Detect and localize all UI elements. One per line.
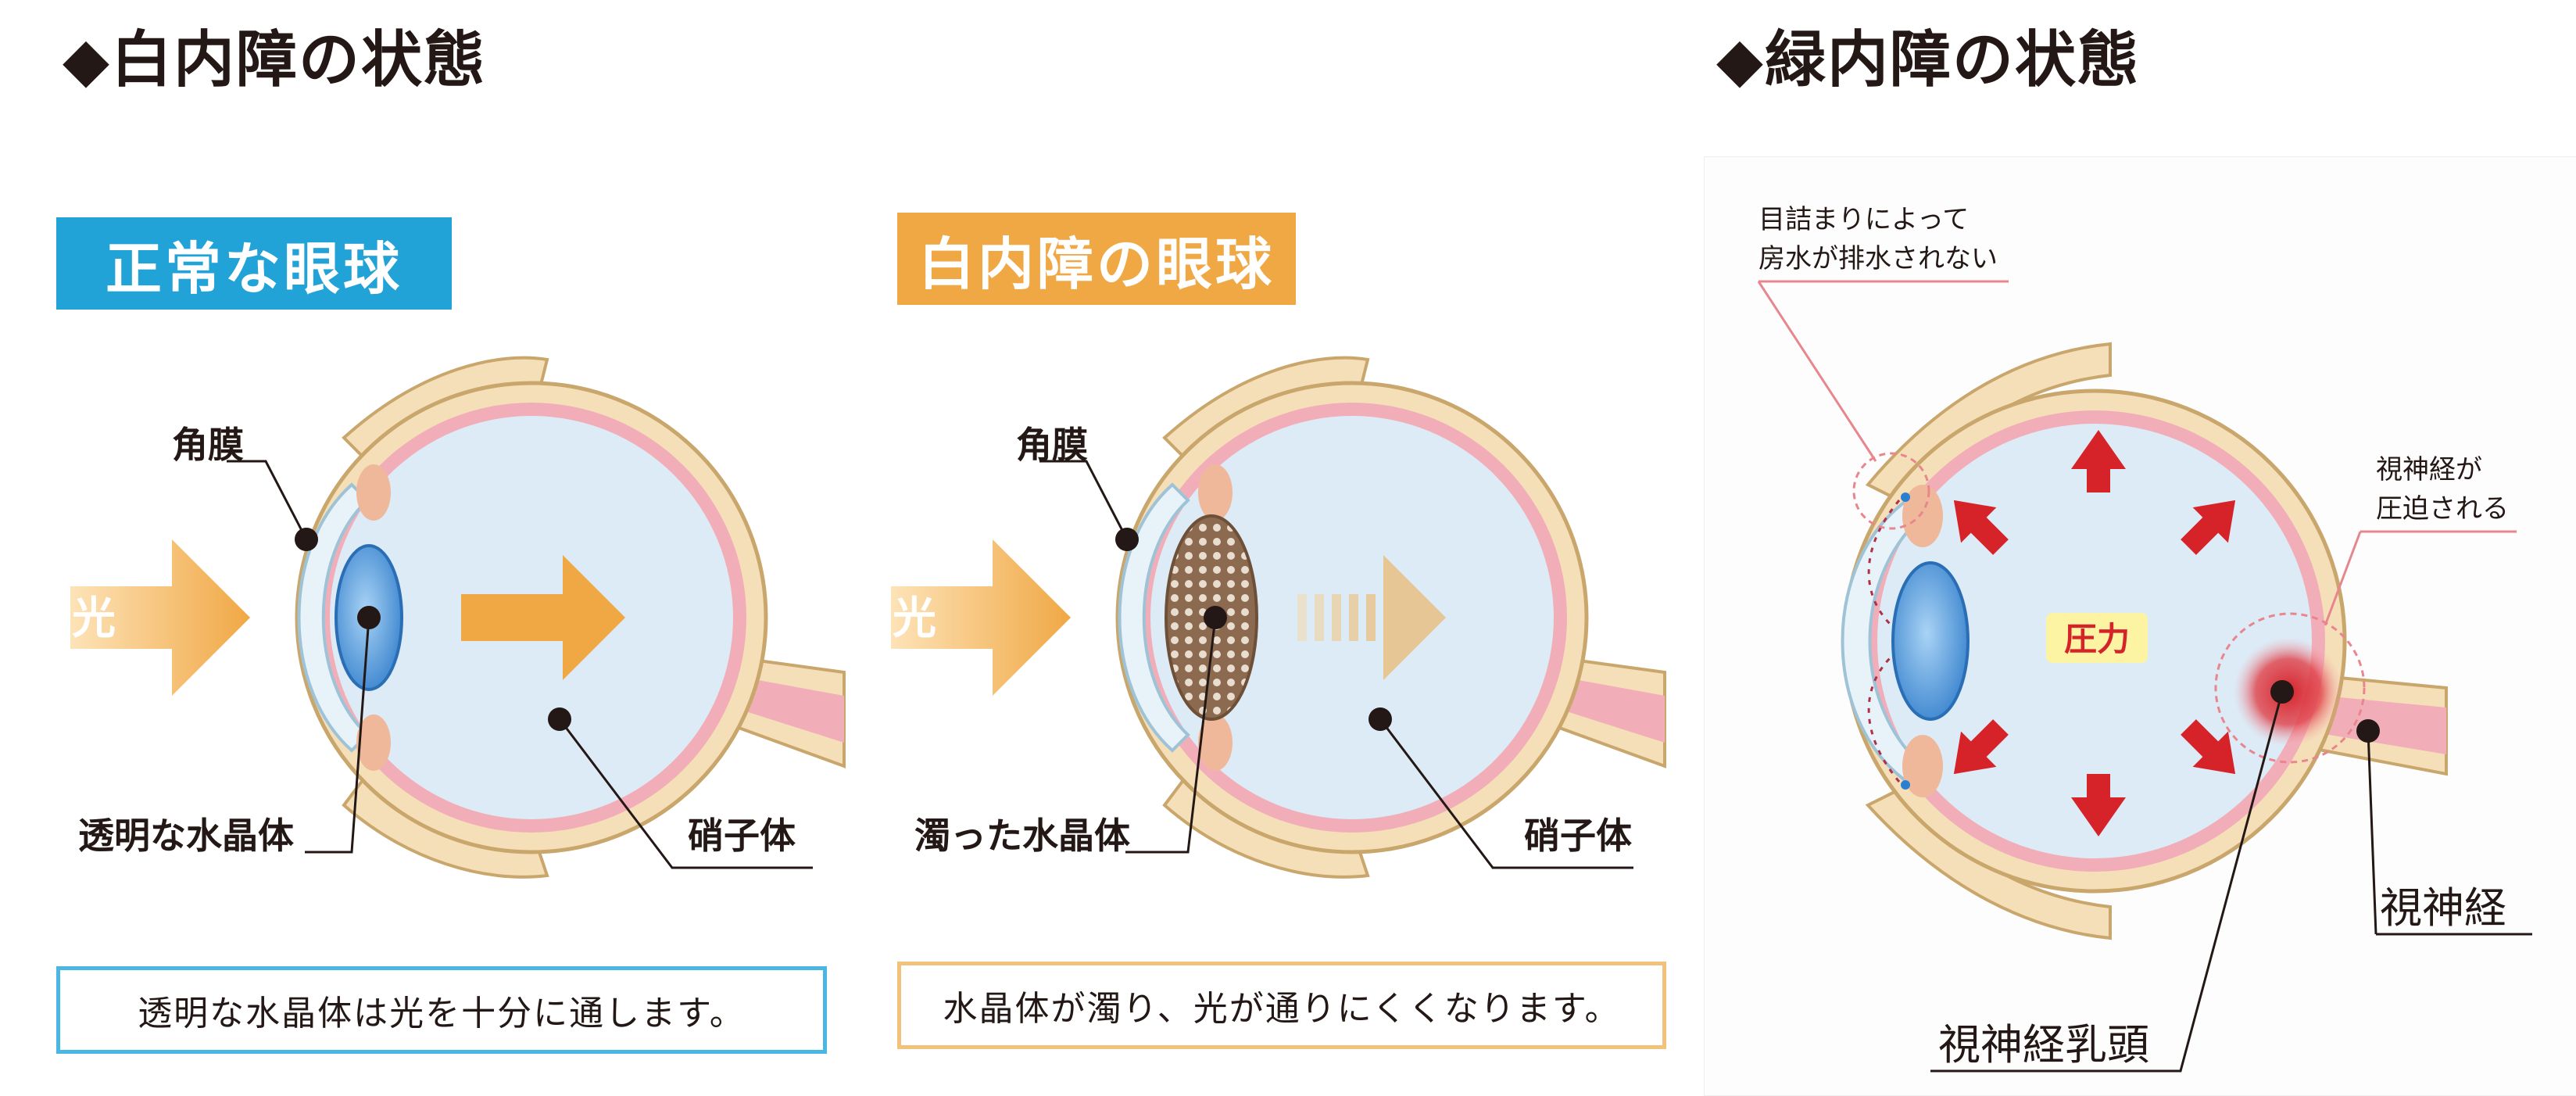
normal-vitreous-leader [548,707,813,869]
cataract-eye-diagram: 角膜 光 濁った水晶体 硝子体 [891,356,1666,879]
normal-eye-badge: 正常な眼球 [56,217,452,310]
glaucoma-section-title: ◆緑内障の状態 [1716,25,2140,95]
normal-cornea-label: 角膜 [172,424,244,466]
cataract-lens-leader [1125,606,1227,854]
glaucoma-drainage-blocked-upper [1901,492,1910,502]
pressure-label-background [2046,613,2148,663]
pressure-arrow-down-left [1953,719,2009,775]
pressure-arrow-down [2071,774,2126,836]
blockage-note-line1: 目詰まりによって [1758,204,1969,235]
pressure-arrows [1953,430,2236,836]
blockage-note-leader [1757,281,1877,462]
cataract-ciliary-lower [1198,715,1233,771]
cataract-eye-badge: 白内障の眼球 [897,213,1296,305]
glaucoma-blockage-highlight [1852,452,1930,530]
normal-incoming-light-arrow [70,539,250,696]
pressure-arrow-up-left [1953,500,2009,555]
optic-disc-leader [1930,680,2294,1073]
pressure-arrow-down-right [2181,719,2236,775]
cataract-ciliary-upper [1198,464,1233,521]
nerve-note-line1: 視神経が [2376,454,2482,485]
normal-ciliary-lower [356,715,391,771]
cataract-cloudy-lens [1165,514,1258,721]
glaucoma-eye-diagram: 圧力 目詰まりによって 房水が排水されない 視神経が 圧迫される 視神経 視神経… [1757,204,2532,1073]
normal-light-label: 光 [72,593,116,644]
cataract-cornea [1118,482,1190,753]
glaucoma-aqueous-flow-upper [1867,500,1901,627]
cataract-vitreous-label: 硝子体 [1524,815,1632,857]
optic-nerve-label: 視神経 [2380,883,2506,933]
nerve-note-line2: 圧迫される [2376,493,2509,525]
glaucoma-drainage-blocked-lower [1901,780,1910,790]
glaucoma-aqueous-flow-lower [1867,655,1901,783]
pressure-label: 圧力 [2064,620,2130,658]
pressure-arrow-up-right [2181,500,2236,555]
normal-eye-diagram: 角膜 光 透明な水晶体 硝子体 [70,356,846,879]
cataract-lens-label: 濁った水晶体 [914,815,1130,857]
cataract-cornea-leader [1039,460,1139,551]
cataract-cornea-label: 角膜 [1016,424,1088,466]
optic-nerve-leader [2356,719,2380,935]
cataract-vitreous-leader [1368,707,1633,869]
normal-eye-caption: 透明な水晶体は光を十分に通します。 [56,966,827,1054]
cataract-incoming-light-arrow [891,539,1071,696]
cataract-blocked-light-arrow [1297,555,1446,680]
normal-ciliary-upper [356,464,391,521]
glaucoma-lens [1891,561,1970,721]
cataract-section-title: ◆白内障の状態 [63,25,486,95]
normal-lens-label: 透明な水晶体 [78,815,294,857]
nerve-note-leader [2324,531,2362,626]
normal-cornea-leader [227,460,318,551]
normal-lens-leader [305,606,381,854]
blockage-note-line2: 房水が排水されない [1758,243,1998,274]
optic-disc-label: 視神経乳頭 [1938,1020,2149,1069]
cataract-light-label: 光 [893,593,936,644]
glaucoma-ciliary-upper [1902,485,1943,547]
normal-vitreous-label: 硝子体 [688,815,796,857]
cataract-eye-caption: 水晶体が濁り、光が通りにくくなります。 [897,962,1666,1049]
glaucoma-optic-disc-damage [2234,637,2343,747]
glaucoma-disc-highlight [2214,612,2366,764]
glaucoma-ciliary-lower [1902,735,1943,797]
pressure-arrow-up [2071,430,2126,492]
normal-transmitted-light-arrow [461,555,625,680]
